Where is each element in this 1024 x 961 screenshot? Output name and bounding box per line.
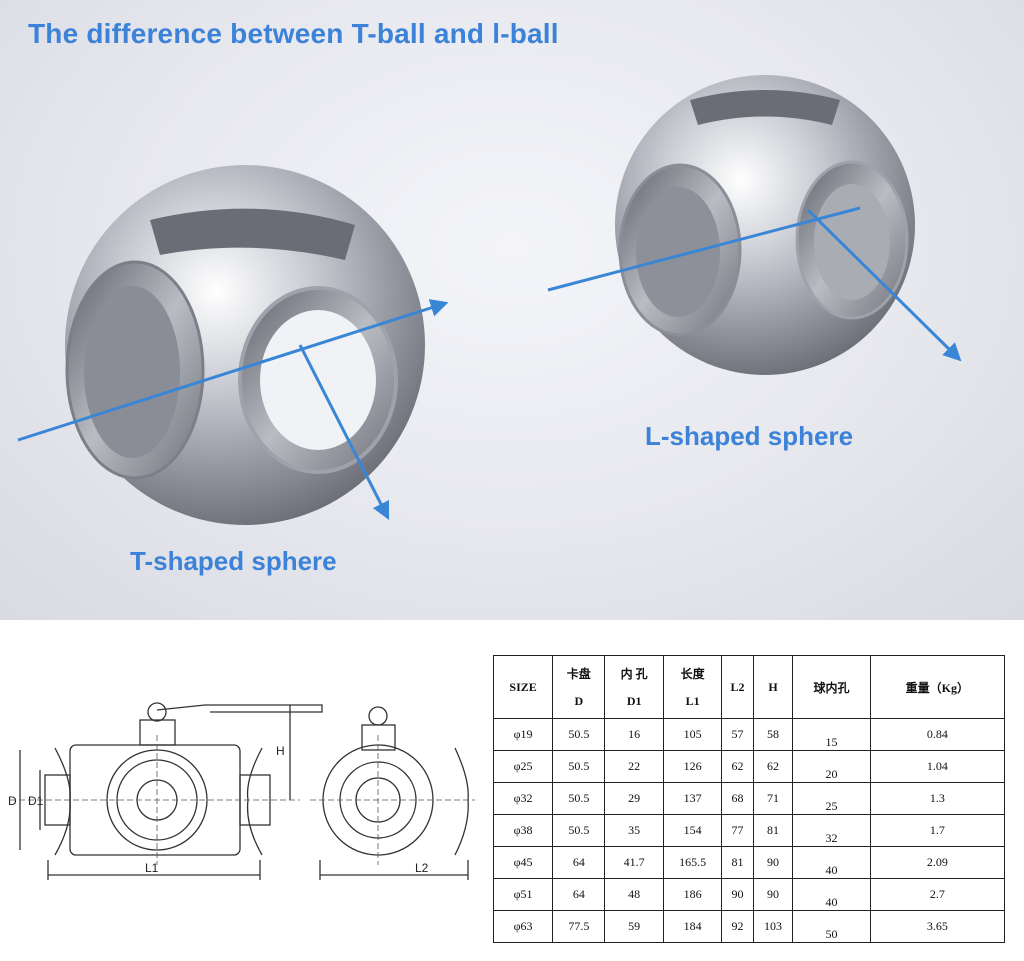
spec-header-cell: 长度 L1 xyxy=(662,655,723,719)
t-ball-flow-arrow-horizontal xyxy=(17,299,449,442)
spec-cell: φ32 xyxy=(492,782,554,815)
spec-cell: 50 xyxy=(792,910,871,943)
spec-cell: φ45 xyxy=(492,846,554,879)
spec-cell: 2.09 xyxy=(869,846,1006,879)
dim-d: D xyxy=(8,794,17,808)
spec-cell: 90 xyxy=(752,878,794,911)
spec-cell: φ63 xyxy=(492,910,554,943)
spec-cell: 40 xyxy=(792,878,871,911)
page-title: The difference between T-ball and l-ball xyxy=(28,18,559,49)
spec-cell: 58 xyxy=(752,718,794,751)
spec-cell: 81 xyxy=(752,814,794,847)
spec-header-cell: 重量（Kg） xyxy=(869,655,1006,719)
spec-cell: 50.5 xyxy=(552,782,606,815)
spec-cell: 2.7 xyxy=(869,878,1006,911)
ball-illustrations xyxy=(17,75,962,525)
spec-cell: 40 xyxy=(792,846,871,879)
spec-cell: 62 xyxy=(721,750,754,783)
spec-cell: 32 xyxy=(792,814,871,847)
spec-cell: 59 xyxy=(604,910,664,943)
spec-header-bottom: D xyxy=(574,694,584,708)
spec-header-bottom: L1 xyxy=(685,694,700,708)
spec-cell: 1.7 xyxy=(869,814,1006,847)
spec-cell: 184 xyxy=(662,910,723,943)
spec-cell: 50.5 xyxy=(552,750,606,783)
dim-h: H xyxy=(276,744,285,758)
t-shaped-sphere-label: T-shaped sphere xyxy=(130,546,337,576)
spec-cell: 57 xyxy=(721,718,754,751)
l-ball-flow-arrow-down xyxy=(806,208,962,362)
spec-cell: 22 xyxy=(604,750,664,783)
l-ball-image xyxy=(615,75,915,375)
spec-header-top: 卡盘 xyxy=(566,667,591,681)
spec-cell: 29 xyxy=(604,782,664,815)
spec-cell: 68 xyxy=(721,782,754,815)
spec-cell: 186 xyxy=(662,878,723,911)
l-ball-flow-arrow-horizontal xyxy=(547,206,861,292)
spec-cell: 0.84 xyxy=(869,718,1006,751)
spec-header-cell: H xyxy=(752,655,794,719)
valve-technical-drawing: H D D1 L1 L2 xyxy=(8,702,475,880)
spec-cell: φ38 xyxy=(492,814,554,847)
product-photo-panel: The difference between T-ball and l-ball… xyxy=(0,0,1024,620)
spec-header-cell: 卡盘 D xyxy=(552,655,606,719)
spec-cell: 103 xyxy=(752,910,794,943)
spec-cell: 16 xyxy=(604,718,664,751)
spec-header-top: 内 孔 xyxy=(620,667,648,681)
spec-cell: 105 xyxy=(662,718,723,751)
spec-header-bottom: D1 xyxy=(626,694,642,708)
spec-cell: 77.5 xyxy=(552,910,606,943)
spec-cell: 64 xyxy=(552,846,606,879)
spec-cell: 90 xyxy=(752,846,794,879)
dim-l2: L2 xyxy=(415,861,429,875)
spec-header-cell: 内 孔 D1 xyxy=(604,655,664,719)
spec-header-cell: SIZE xyxy=(492,655,554,719)
spec-header-top: 长度 xyxy=(680,667,705,681)
spec-cell: 154 xyxy=(662,814,723,847)
spec-cell: 92 xyxy=(721,910,754,943)
l-shaped-sphere-label: L-shaped sphere xyxy=(645,421,854,451)
spec-cell: 165.5 xyxy=(662,846,723,879)
spec-cell: 137 xyxy=(662,782,723,815)
spec-cell: 41.7 xyxy=(604,846,664,879)
spec-cell: 25 xyxy=(792,782,871,815)
spec-cell: 62 xyxy=(752,750,794,783)
dim-d1: D1 xyxy=(28,794,44,808)
spec-cell: 48 xyxy=(604,878,664,911)
t-ball-flow-arrow-down xyxy=(298,344,390,521)
spec-cell: 50.5 xyxy=(552,718,606,751)
spec-cell: 81 xyxy=(721,846,754,879)
spec-cell: 1.04 xyxy=(869,750,1006,783)
spec-cell: φ25 xyxy=(492,750,554,783)
spec-cell: 15 xyxy=(792,718,871,751)
spec-cell: 50.5 xyxy=(552,814,606,847)
spec-cell: 20 xyxy=(792,750,871,783)
spec-cell: φ51 xyxy=(492,878,554,911)
dim-l1: L1 xyxy=(145,861,159,875)
spec-cell: 1.3 xyxy=(869,782,1006,815)
spec-cell: 64 xyxy=(552,878,606,911)
spec-header-cell: 球内孔 xyxy=(792,655,871,719)
spec-cell: 90 xyxy=(721,878,754,911)
spec-cell: 126 xyxy=(662,750,723,783)
spec-cell: 35 xyxy=(604,814,664,847)
spec-header-cell: L2 xyxy=(721,655,754,719)
spec-cell: 77 xyxy=(721,814,754,847)
spec-cell: 71 xyxy=(752,782,794,815)
t-ball-image xyxy=(65,165,425,525)
spec-cell: φ19 xyxy=(492,718,554,751)
spec-cell: 3.65 xyxy=(869,910,1006,943)
